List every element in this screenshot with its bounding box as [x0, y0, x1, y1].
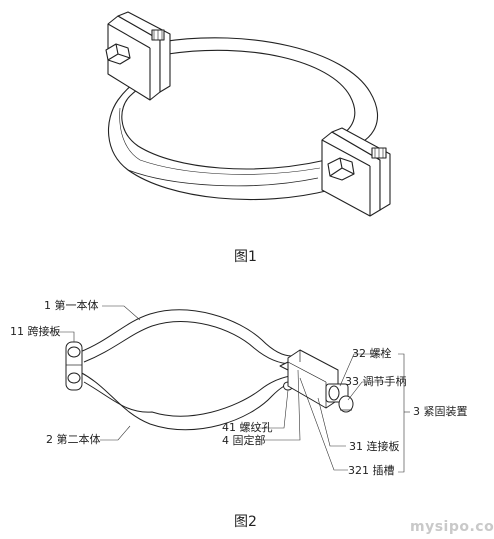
- clamp-band-outer-lower: [108, 73, 331, 201]
- leader-second-body: [100, 425, 131, 441]
- fastening-bracket: [398, 353, 405, 473]
- leader-first-body: [102, 305, 141, 321]
- leader-thread-hole: [256, 389, 289, 429]
- leader-fixing-part: [256, 369, 301, 441]
- clamp-band-inner: [167, 49, 356, 141]
- leader-span-plate: [42, 331, 75, 342]
- label-handle: 33 调节手柄: [345, 375, 407, 388]
- clamp-band-outer: [159, 37, 379, 151]
- leader-slot: [299, 377, 348, 471]
- first-body: [79, 309, 293, 357]
- figure2-caption: 图2: [234, 514, 257, 530]
- watermark: mysipo.com: [410, 519, 494, 535]
- leader-connecting-plate: [317, 397, 346, 447]
- leader-bolt: [339, 353, 382, 387]
- label-fixing-part: 4 固定部: [222, 434, 266, 447]
- label-connecting-plate: 31 连接板: [349, 440, 400, 453]
- adjust-handle: [338, 395, 354, 413]
- second-body: [79, 371, 295, 431]
- label-slot: 321 插槽: [348, 464, 395, 477]
- leader-handle: [347, 381, 388, 401]
- label-bolt: 32 螺栓: [352, 347, 392, 360]
- label-first-body: 1 第一本体: [44, 299, 99, 312]
- label-second-body: 2 第二本体: [46, 433, 101, 446]
- figure1-caption: 图1: [234, 249, 257, 265]
- label-span-plate: 11 跨接板: [10, 325, 61, 338]
- label-thread-hole: 41 螺纹孔: [222, 421, 273, 434]
- label-fastening-device: 3 紧固装置: [413, 405, 468, 418]
